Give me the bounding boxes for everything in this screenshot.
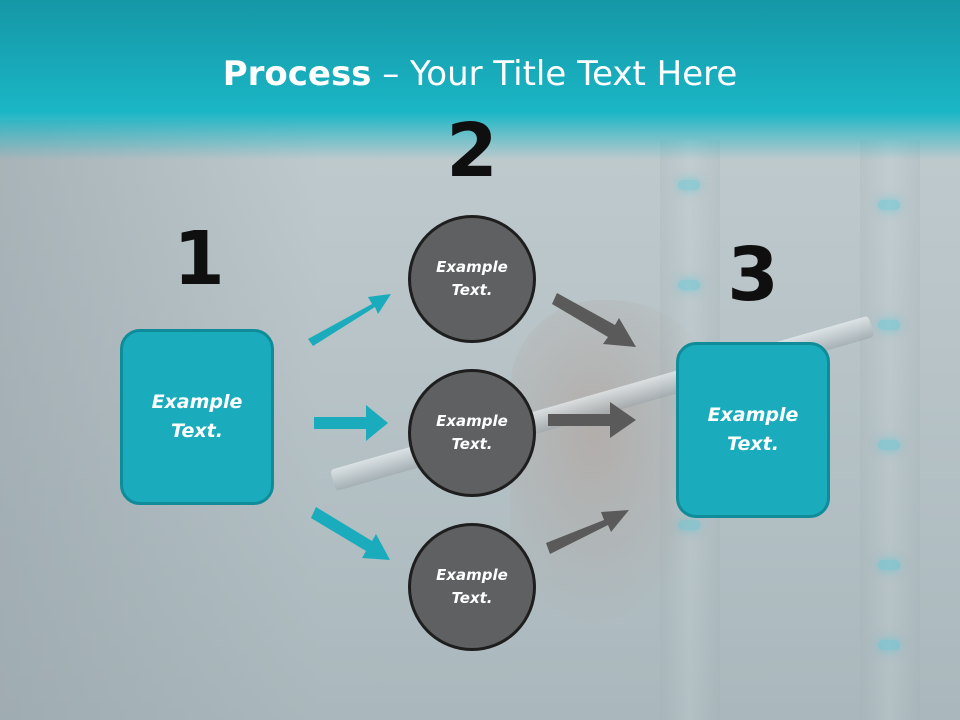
step-3-number: 3 bbox=[727, 232, 779, 318]
title-bar bbox=[0, 0, 960, 160]
step-2-label-middle: Example Text. bbox=[436, 412, 508, 453]
arrow-gray-down bbox=[552, 293, 636, 347]
step-2-circle-top: Example Text. bbox=[408, 215, 536, 343]
step-2-label-bottom: Example Text. bbox=[436, 566, 508, 607]
arrow-teal-right bbox=[314, 405, 388, 441]
arrow-gray-up bbox=[546, 510, 629, 554]
arrow-teal-up bbox=[308, 294, 391, 346]
step-3-label: Example Text. bbox=[707, 404, 799, 455]
arrow-teal-down bbox=[311, 507, 390, 560]
step-3-box: Example Text. bbox=[676, 342, 830, 518]
step-1-box: Example Text. bbox=[120, 329, 274, 505]
title-rest: – Your Title Text Here bbox=[371, 54, 738, 94]
step-2-circle-middle: Example Text. bbox=[408, 369, 536, 497]
arrow-gray-right bbox=[548, 402, 636, 438]
step-1-number: 1 bbox=[173, 216, 225, 302]
step-2-circle-bottom: Example Text. bbox=[408, 523, 536, 651]
title-bold: Process bbox=[222, 54, 372, 94]
background-server-rack bbox=[860, 140, 920, 720]
step-2-number: 2 bbox=[446, 108, 498, 194]
step-2-label-top: Example Text. bbox=[436, 258, 508, 299]
step-1-label: Example Text. bbox=[151, 391, 243, 442]
slide-title: Process – Your Title Text Here bbox=[0, 52, 960, 96]
